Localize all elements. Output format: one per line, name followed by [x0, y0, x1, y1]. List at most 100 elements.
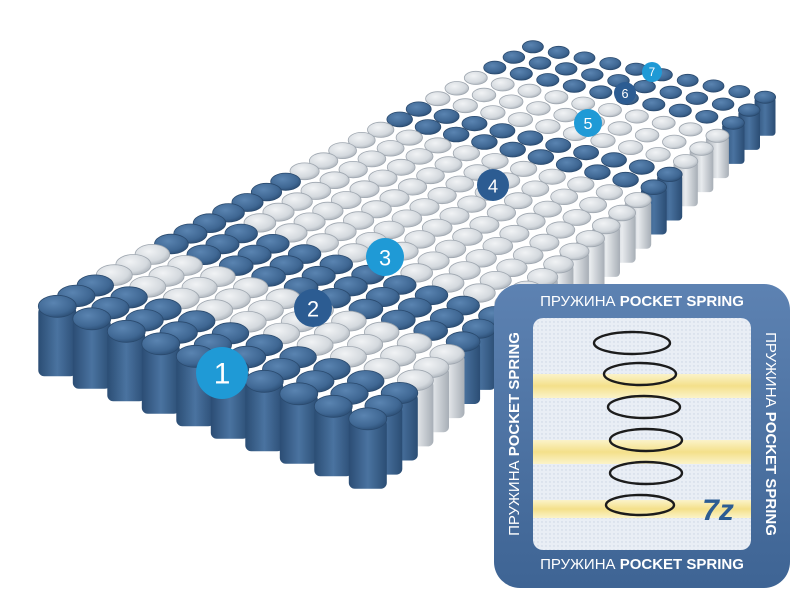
spring-pocket — [490, 77, 515, 92]
spring-pocket — [522, 40, 544, 54]
zone-marker-circle — [294, 289, 332, 327]
spring-pocket — [427, 186, 457, 205]
spring-pocket — [489, 123, 516, 139]
spring-pocket — [499, 94, 524, 109]
spring-pocket — [391, 209, 423, 228]
spring-pocket — [624, 192, 652, 209]
spring-pocket — [509, 160, 538, 177]
spring-pocket — [528, 56, 552, 70]
spring-pocket — [502, 50, 526, 64]
spring-pocket — [512, 246, 544, 265]
spring-pocket — [338, 161, 368, 179]
spring-pocket — [386, 158, 416, 176]
zone-marker-label: 6 — [621, 87, 628, 101]
spring-pocket — [538, 168, 566, 185]
spring-pocket — [607, 121, 633, 136]
spring-pocket-side — [38, 306, 77, 377]
spring-pocket — [328, 142, 357, 160]
spring-pocket — [482, 236, 514, 255]
zone-marker-circle — [477, 169, 509, 201]
spring-pocket — [386, 111, 413, 128]
spring-pocket — [634, 127, 660, 143]
spring-pocket — [702, 79, 725, 93]
spring-pocket — [439, 207, 470, 225]
spring-pocket — [434, 156, 463, 173]
spring-pocket — [471, 134, 498, 150]
spring-pocket — [625, 109, 649, 124]
spring-pocket — [590, 133, 616, 149]
spring-pocket — [567, 176, 595, 193]
spring-pocket — [543, 255, 574, 274]
spring-pocket — [608, 204, 636, 222]
spring-pocket — [452, 227, 483, 246]
spring-pocket — [507, 112, 534, 127]
spring-pocket — [483, 60, 507, 75]
spring-pocket — [599, 57, 622, 71]
spring-pocket — [141, 332, 181, 356]
spring-pocket — [678, 122, 703, 137]
spring-pocket — [651, 115, 676, 130]
spring-pocket — [633, 80, 656, 94]
spring-pocket — [656, 166, 683, 182]
zone-marker-circle — [642, 62, 662, 82]
badge-text-bottom: ПРУЖИНА POCKET SPRING — [540, 556, 744, 573]
zone-marker-label: 1 — [214, 358, 231, 391]
spring-pocket — [347, 131, 376, 149]
spring-pocket — [601, 152, 627, 168]
spring-pocket — [499, 141, 526, 158]
spring-pocket-side — [314, 406, 353, 477]
spring-pocket — [521, 180, 550, 197]
spring-pocket — [509, 66, 533, 81]
spring-pocket — [414, 119, 442, 135]
spring-pocket — [367, 121, 395, 138]
spring-pocket — [689, 141, 714, 156]
spring-pocket — [395, 129, 423, 146]
spring-pocket — [573, 145, 599, 161]
spring-pocket — [517, 83, 542, 98]
spring-pocket — [37, 294, 77, 318]
zone-marker-6: 6 — [614, 82, 636, 104]
spring-pocket — [659, 85, 683, 100]
spring-pocket — [313, 394, 353, 418]
spring-pocket — [416, 167, 445, 185]
spring-pocket — [361, 200, 392, 219]
spring-pocket — [672, 154, 699, 169]
spring-pocket — [668, 103, 692, 118]
spring-pocket — [695, 110, 719, 124]
spring-pocket — [72, 307, 112, 331]
spring-pocket — [496, 258, 528, 278]
spring-pocket — [376, 140, 405, 157]
spring-pocket-side — [348, 418, 387, 489]
spring-pocket — [517, 130, 544, 146]
spring-pocket — [308, 152, 339, 170]
pocket-spring-badge: ПРУЖИНА POCKET SPRING ПРУЖИНА POCKET SPR… — [494, 284, 790, 588]
spring-pocket — [516, 212, 546, 230]
spring-grid — [37, 40, 776, 489]
spring-pocket — [536, 73, 560, 87]
zone-marker-3: 3 — [366, 238, 404, 276]
spring-pocket — [612, 171, 639, 188]
spring-pocket — [425, 91, 451, 107]
spring-pocket — [405, 101, 432, 117]
spring-pocket — [533, 200, 562, 218]
spring-pocket — [571, 96, 596, 111]
spring-pocket — [463, 70, 488, 85]
spring-pocket — [319, 171, 350, 190]
spring-pocket — [581, 68, 604, 82]
spring-pocket — [555, 156, 583, 173]
spring-pocket-side — [72, 318, 111, 389]
spring-pocket — [452, 145, 480, 162]
spring-pocket — [559, 242, 590, 261]
spring-pocket — [499, 224, 530, 243]
badge-text-top: ПРУЖИНА POCKET SPRING — [540, 293, 744, 310]
spring-pocket — [598, 103, 622, 118]
spring-pocket — [457, 195, 487, 213]
spring-pocket — [562, 209, 592, 226]
zone-marker-5: 5 — [574, 109, 602, 137]
spring-pocket — [433, 108, 460, 124]
zone-marker-label: 2 — [307, 297, 319, 322]
spring-pocket — [645, 147, 671, 162]
spring-pocket — [728, 85, 751, 99]
